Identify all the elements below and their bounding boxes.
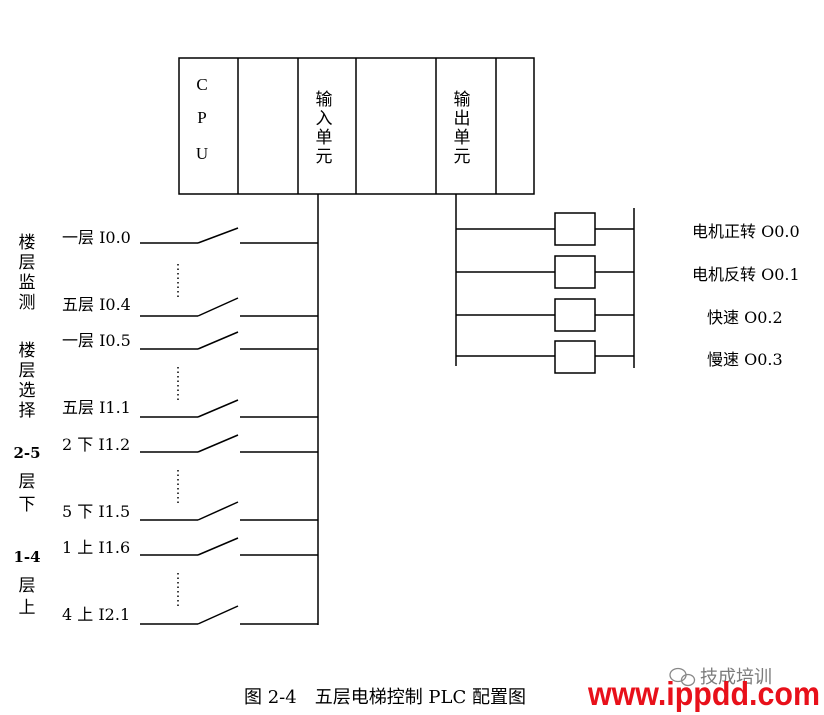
switch-i1-2 bbox=[140, 434, 318, 453]
group-char: 层 bbox=[19, 472, 36, 492]
output-label-q0-0: 电机正转 O0.0 bbox=[692, 222, 800, 241]
cpu-letter: C bbox=[196, 75, 207, 94]
group-char: 下 bbox=[19, 495, 36, 515]
switch-i1-1 bbox=[140, 399, 318, 418]
group-labels: 楼 层 监 测 楼 层 选 择 2-5 层 下 1-4 层 上 bbox=[13, 233, 40, 618]
output-coil bbox=[554, 340, 596, 374]
input-unit-char: 入 bbox=[316, 109, 333, 129]
group-char: 层 bbox=[19, 576, 36, 596]
group-char: 1-4 bbox=[13, 548, 40, 566]
input-labels: 一层 I0.0 五层 I0.4 一层 I0.5 五层 I1.1 2 下 I1.2… bbox=[62, 228, 131, 624]
input-label-i0-5: 一层 I0.5 bbox=[62, 331, 131, 350]
group-char: 楼 bbox=[19, 233, 36, 253]
input-label-i2-1: 4 上 I2.1 bbox=[62, 605, 130, 624]
cpu-module-label: C P U bbox=[196, 75, 208, 163]
cpu-letter: U bbox=[196, 144, 208, 163]
watermark-url: www.ippdd.com bbox=[587, 675, 820, 712]
group-char: 选 bbox=[19, 381, 36, 401]
wechat-icon bbox=[669, 667, 696, 687]
input-label-i1-1: 五层 I1.1 bbox=[62, 398, 131, 417]
switch-i2-1 bbox=[140, 605, 318, 625]
output-unit-char: 出 bbox=[454, 109, 471, 129]
group-char: 上 bbox=[19, 598, 36, 618]
group-floor-monitor: 楼 层 监 测 bbox=[19, 233, 36, 313]
output-label-q0-3: 慢速 O0.3 bbox=[707, 350, 783, 369]
group-char: 测 bbox=[19, 293, 36, 313]
group-up-1-4: 1-4 层 上 bbox=[13, 548, 40, 618]
output-unit-label: 输 出 单 元 bbox=[454, 90, 471, 167]
switch-i1-6 bbox=[140, 537, 318, 556]
switch-i0-5 bbox=[140, 331, 318, 350]
watermark-brand: 技成培训 bbox=[700, 667, 772, 688]
group-floor-select: 楼 层 选 择 bbox=[19, 341, 36, 421]
input-unit-char: 元 bbox=[316, 147, 333, 167]
input-label-i1-6: 1 上 I1.6 bbox=[62, 538, 130, 557]
output-rung-q0-3 bbox=[456, 340, 634, 374]
group-char: 监 bbox=[19, 273, 36, 293]
input-label-i0-0: 一层 I0.0 bbox=[62, 228, 131, 247]
output-unit-char: 元 bbox=[454, 147, 471, 167]
output-label-q0-2: 快速 O0.2 bbox=[707, 308, 783, 327]
input-unit-label: 输 入 单 元 bbox=[316, 90, 333, 167]
output-label-q0-1: 电机反转 O0.1 bbox=[692, 265, 800, 284]
output-unit-char: 输 bbox=[454, 90, 471, 110]
group-down-2-5: 2-5 层 下 bbox=[13, 444, 40, 515]
output-coil bbox=[554, 212, 596, 246]
input-label-i0-4: 五层 I0.4 bbox=[62, 295, 131, 314]
group-char: 择 bbox=[19, 401, 36, 421]
input-unit-char: 单 bbox=[316, 128, 333, 148]
input-unit-char: 输 bbox=[316, 90, 333, 110]
output-rung-q0-2 bbox=[456, 298, 634, 332]
group-char: 2-5 bbox=[13, 444, 40, 462]
input-label-i1-5: 5 下 I1.5 bbox=[62, 502, 130, 521]
input-label-i1-2: 2 下 I1.2 bbox=[62, 435, 130, 454]
output-rung-q0-1 bbox=[456, 255, 634, 289]
input-switches bbox=[140, 227, 318, 625]
output-unit-char: 单 bbox=[454, 128, 471, 148]
figure-caption: 图 2-4 五层电梯控制 PLC 配置图 bbox=[244, 687, 526, 708]
output-labels: 电机正转 O0.0 电机反转 O0.1 快速 O0.2 慢速 O0.3 bbox=[692, 222, 800, 369]
group-char: 层 bbox=[19, 253, 36, 273]
cpu-letter: P bbox=[197, 108, 206, 127]
output-circuit bbox=[455, 194, 635, 374]
output-coil bbox=[554, 255, 596, 289]
group-char: 层 bbox=[19, 361, 36, 381]
group-char: 楼 bbox=[19, 341, 36, 361]
plc-rack bbox=[178, 57, 535, 195]
switch-i1-5 bbox=[140, 501, 318, 521]
output-coil bbox=[554, 298, 596, 332]
output-rung-q0-0 bbox=[456, 212, 634, 246]
switch-i0-0 bbox=[140, 227, 318, 244]
switch-i0-4 bbox=[140, 297, 318, 317]
watermark: 技成培训 www.ippdd.com bbox=[587, 667, 820, 712]
